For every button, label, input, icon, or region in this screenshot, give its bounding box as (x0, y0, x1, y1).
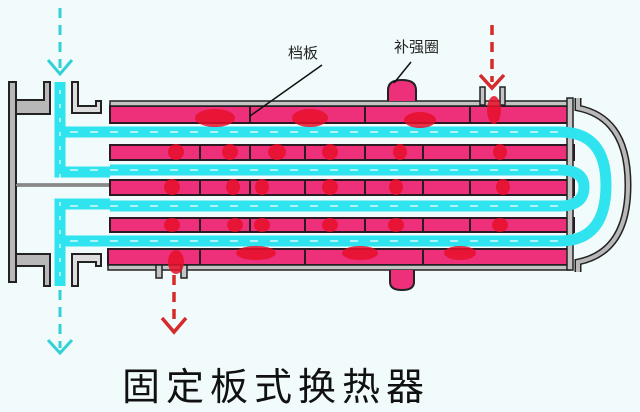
shell-inlet-nozzle-left (479, 86, 486, 106)
shell-inlet-nozzle-right (499, 86, 506, 106)
tube-inlet-header (54, 82, 110, 178)
shell-inlet-arrowhead (478, 73, 506, 91)
reinforcing-ring-label: 补强圈 (394, 38, 439, 56)
reinforcing-ring-top (387, 78, 417, 101)
u-tube-inner (110, 164, 590, 212)
shell-outlet-nozzle-right (180, 264, 188, 279)
u-tube-outer (110, 126, 612, 247)
top-left-flange-outer (15, 81, 51, 115)
tube-outlet-arrowhead (46, 338, 74, 356)
ring-leader-line (393, 61, 412, 84)
shell-outlet-arrowhead (160, 316, 188, 335)
shell-row-top (109, 105, 571, 124)
bottom-left-flange-inner (71, 253, 102, 287)
reinforcing-ring-bottom (389, 270, 415, 292)
baffle-dividers (199, 106, 471, 265)
shell-outlet-nozzle-left (155, 264, 163, 279)
top-left-flange-inner (71, 81, 102, 114)
hot-flow-arrows (160, 25, 506, 335)
diagram-title: 固定板式换热器 (122, 365, 430, 409)
tube-sheet-row-4 (109, 217, 575, 233)
bottom-left-flange-outer (15, 253, 51, 287)
left-cover-plate (8, 81, 17, 283)
baffle-label: 档板 (288, 44, 318, 62)
tube-inlet-arrowhead (46, 59, 74, 77)
water-highlights (59, 90, 560, 280)
cold-flow-arrows (46, 8, 74, 356)
tube-sheet-row-3 (109, 179, 575, 196)
baffle-leader-line (249, 64, 323, 117)
shell-flow-path (164, 96, 510, 274)
right-flange-shell (566, 97, 574, 271)
